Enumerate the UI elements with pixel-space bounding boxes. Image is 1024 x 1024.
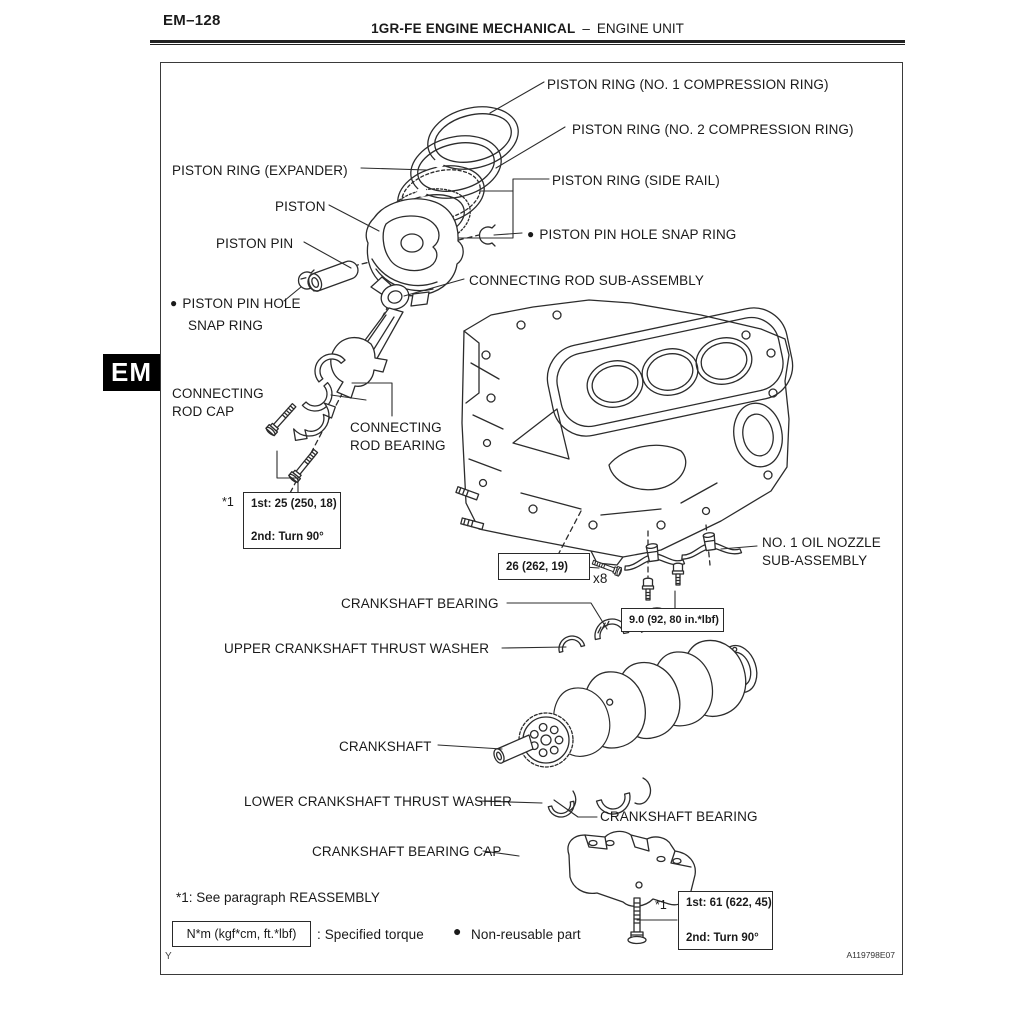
label-upper-thrust-washer: UPPER CRANKSHAFT THRUST WASHER bbox=[224, 641, 490, 656]
label-oil-nozzle-line2: SUB-ASSEMBLY bbox=[762, 553, 868, 568]
snap-ring-right-drawing bbox=[478, 224, 496, 247]
label-piston-ring-expander: PISTON RING (EXPANDER) bbox=[172, 163, 348, 178]
label-crank-bearing-lower: CRANKSHAFT BEARING bbox=[600, 809, 758, 824]
header-rule bbox=[150, 40, 905, 43]
header-title: 1GR-FE ENGINE MECHANICAL–ENGINE UNIT bbox=[150, 21, 905, 36]
engine-block bbox=[455, 299, 794, 566]
torque-box26-text: 26 (262, 19) bbox=[506, 560, 569, 573]
page-number: EM–128 bbox=[163, 12, 221, 29]
nonreusable-bullet-icon: ● bbox=[170, 296, 178, 310]
cap-bolt-drawing bbox=[627, 897, 647, 945]
label-bearing-cap: CRANKSHAFT BEARING CAP bbox=[312, 844, 502, 859]
label-piston: PISTON bbox=[275, 199, 326, 214]
exploded-view-drawing bbox=[264, 81, 794, 945]
torque-box-rod-cap: 1st: 25 (250, 18) 2nd: Turn 90° bbox=[243, 492, 341, 549]
header-divider: – bbox=[582, 21, 590, 36]
torque-legend-text: : Specified torque bbox=[317, 927, 424, 942]
nonreusable-bullet-icon: ● bbox=[453, 923, 462, 939]
torque-marker-1: *1 bbox=[222, 495, 234, 509]
snap-ring-left-drawing bbox=[297, 269, 315, 292]
figure-frame: PISTON RING (NO. 1 COMPRESSION RING) PIS… bbox=[160, 62, 903, 975]
torque-box-main-cap: 1st: 61 (622, 45) 2nd: Turn 90° bbox=[678, 891, 773, 950]
label-piston-pin: PISTON PIN bbox=[216, 236, 294, 251]
label-crankshaft: CRANKSHAFT bbox=[339, 739, 432, 754]
label-rod-cap-line1: CONNECTING bbox=[172, 386, 264, 401]
header-section: 1GR-FE ENGINE MECHANICAL bbox=[371, 21, 576, 36]
label-crank-bearing-upper: CRANKSHAFT BEARING bbox=[341, 596, 499, 611]
torque-box-9: 9.0 (92, 80 in.*lbf) bbox=[621, 608, 724, 632]
torque-unit-box: N*m (kgf*cm, ft.*lbf) bbox=[172, 921, 311, 947]
label-piston-ring-1: PISTON RING (NO. 1 COMPRESSION RING) bbox=[547, 77, 829, 92]
label-rod-bearing-line2: ROD BEARING bbox=[350, 438, 446, 453]
piston-drawing bbox=[365, 198, 464, 307]
bearing-cap-drawing bbox=[567, 830, 696, 907]
piston-pin-drawing bbox=[307, 260, 359, 292]
corner-mark: Y bbox=[165, 951, 172, 962]
torque-marker-2: *1 bbox=[655, 898, 667, 912]
label-snap-ring-right: ● PISTON PIN HOLE SNAP RING bbox=[527, 225, 736, 244]
section-tab: EM bbox=[103, 354, 160, 391]
torque-box1-line2: 2nd: Turn 90° bbox=[251, 531, 324, 543]
header-subsection: ENGINE UNIT bbox=[596, 21, 684, 36]
label-oil-nozzle-line1: NO. 1 OIL NOZZLE bbox=[762, 535, 881, 550]
torque-box9-text: 9.0 (92, 80 in.*lbf) bbox=[629, 614, 719, 626]
lower-bearing-row bbox=[547, 777, 652, 821]
footnote: *1: See paragraph REASSEMBLY bbox=[176, 890, 380, 905]
label-oil-nozzle: NO. 1 OIL NOZZLE SUB-ASSEMBLY bbox=[762, 534, 881, 570]
label-snap-ring-left-line2: SNAP RING bbox=[188, 318, 263, 333]
connecting-rod-drawing bbox=[264, 284, 410, 485]
nonreusable-legend-text: Non-reusable part bbox=[471, 927, 581, 942]
crankshaft-drawing bbox=[493, 632, 758, 768]
bolt-count: x8 bbox=[593, 571, 608, 586]
leader-lines bbox=[276, 81, 758, 921]
label-snap-ring-left: ● PISTON PIN HOLE SNAP RING bbox=[170, 292, 301, 337]
nonreusable-bullet-icon: ● bbox=[527, 227, 535, 241]
figure-code: A119798E07 bbox=[846, 950, 895, 960]
label-piston-ring-2: PISTON RING (NO. 2 COMPRESSION RING) bbox=[572, 122, 854, 137]
torque-box2-line1: 1st: 61 (622, 45) bbox=[686, 897, 772, 909]
label-lower-thrust-washer: LOWER CRANKSHAFT THRUST WASHER bbox=[244, 794, 513, 809]
upper-bearing-row bbox=[555, 601, 674, 654]
torque-box2-line2: 2nd: Turn 90° bbox=[686, 932, 759, 944]
torque-box-26: 26 (262, 19) bbox=[498, 553, 590, 580]
label-rod-cap-line2: ROD CAP bbox=[172, 404, 235, 419]
header-rule-thin bbox=[150, 44, 905, 45]
label-snap-ring-right-text: PISTON PIN HOLE SNAP RING bbox=[539, 227, 737, 242]
label-connecting-rod: CONNECTING ROD SUB-ASSEMBLY bbox=[469, 273, 704, 288]
torque-box1-line1: 1st: 25 (250, 18) bbox=[251, 498, 337, 510]
label-piston-ring-side-rail: PISTON RING (SIDE RAIL) bbox=[552, 173, 720, 188]
label-rod-bearing: CONNECTING ROD BEARING bbox=[350, 419, 446, 455]
label-rod-cap: CONNECTING ROD CAP bbox=[172, 385, 264, 421]
label-snap-ring-left-line1: PISTON PIN HOLE bbox=[182, 296, 301, 311]
label-rod-bearing-line1: CONNECTING bbox=[350, 420, 442, 435]
